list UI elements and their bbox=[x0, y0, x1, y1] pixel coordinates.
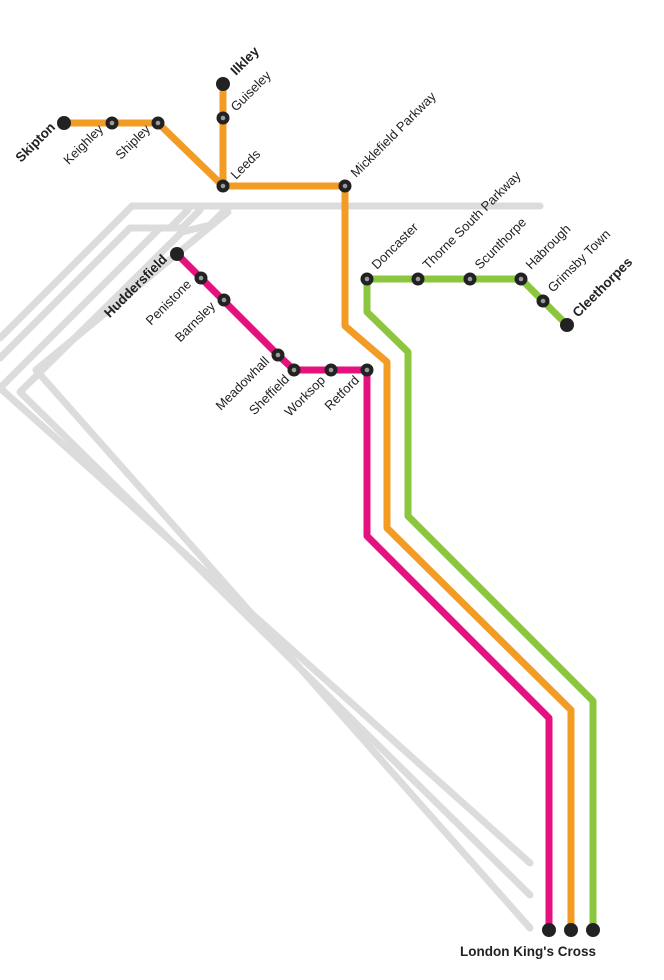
station-centre bbox=[198, 275, 204, 281]
station-label-thorne-south-parkway[interactable]: Thorne South Parkway bbox=[420, 168, 524, 272]
station-dot-skipton[interactable] bbox=[57, 116, 71, 130]
other-route-3 bbox=[0, 206, 534, 867]
intermediate-station-centres bbox=[109, 115, 546, 373]
station-centre bbox=[364, 276, 370, 282]
station-centre bbox=[467, 276, 473, 282]
station-dot-kings-cross-orange[interactable] bbox=[564, 923, 578, 937]
station-centre bbox=[109, 120, 115, 126]
station-centre bbox=[518, 276, 524, 282]
station-centre bbox=[328, 367, 334, 373]
station-dot-kings-cross-green[interactable] bbox=[586, 923, 600, 937]
station-label-retford[interactable]: Retford bbox=[321, 373, 362, 414]
station-dot-ilkley[interactable] bbox=[216, 77, 230, 91]
station-centre bbox=[415, 276, 421, 282]
station-labels: Skipton Keighley Shipley Huddersfield Pe… bbox=[13, 43, 636, 959]
other-route-2 bbox=[0, 206, 192, 362]
other-route-5 bbox=[32, 208, 534, 932]
orange-line-group bbox=[64, 84, 575, 930]
orange-line bbox=[64, 119, 575, 930]
green-line-group bbox=[363, 275, 597, 930]
other-route-1 bbox=[0, 202, 544, 342]
station-centre bbox=[220, 183, 226, 189]
station-label-micklefield-parkway[interactable]: Micklefield Parkway bbox=[348, 88, 440, 180]
station-centre bbox=[540, 298, 546, 304]
station-centre bbox=[275, 352, 281, 358]
stations bbox=[57, 77, 600, 937]
station-centre bbox=[221, 297, 227, 303]
station-label-london-kings-cross[interactable]: London King's Cross bbox=[460, 944, 596, 959]
other-routes bbox=[0, 202, 544, 932]
station-label-barnsley[interactable]: Barnsley bbox=[172, 298, 219, 345]
green-line bbox=[363, 275, 597, 930]
station-label-shipley[interactable]: Shipley bbox=[112, 121, 153, 162]
station-dot-cleethorpes[interactable] bbox=[560, 318, 574, 332]
station-centre bbox=[291, 367, 297, 373]
station-label-leeds[interactable]: Leeds bbox=[228, 146, 264, 182]
station-dot-kings-cross-magenta[interactable] bbox=[542, 923, 556, 937]
station-label-skipton[interactable]: Skipton bbox=[13, 120, 59, 166]
station-dot-huddersfield[interactable] bbox=[170, 247, 184, 261]
station-centre bbox=[220, 115, 226, 121]
station-centre bbox=[364, 367, 370, 373]
station-centre bbox=[342, 183, 348, 189]
station-label-scunthorpe[interactable]: Scunthorpe bbox=[472, 214, 530, 272]
station-label-doncaster[interactable]: Doncaster bbox=[369, 219, 422, 272]
station-centre bbox=[155, 120, 161, 126]
